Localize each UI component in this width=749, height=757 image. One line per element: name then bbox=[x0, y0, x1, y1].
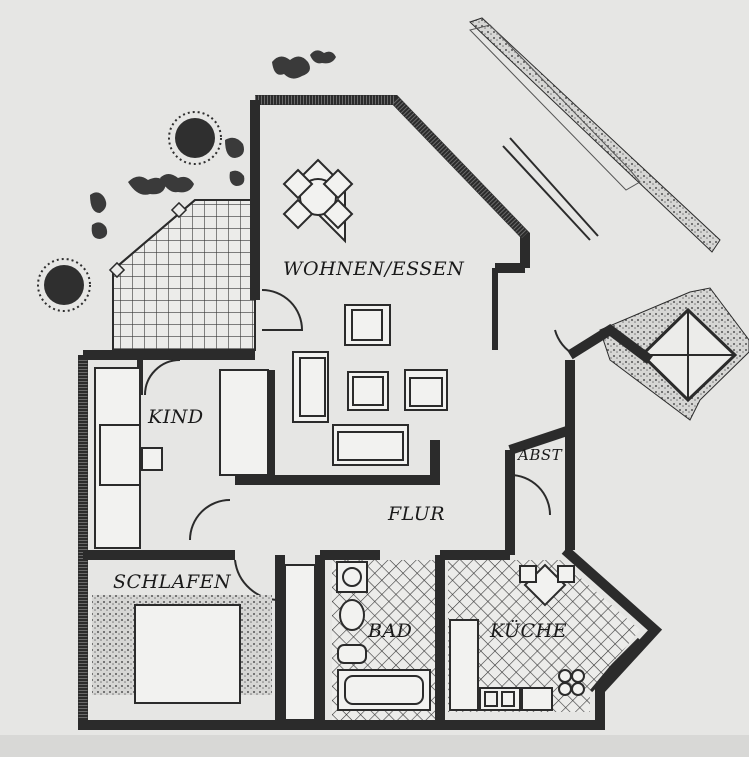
room-label-kueche: KÜCHE bbox=[489, 619, 567, 642]
stove bbox=[558, 669, 585, 696]
kind-chair bbox=[141, 447, 163, 471]
plants bbox=[37, 50, 336, 312]
balcony-corner bbox=[639, 307, 738, 403]
room-label-wohnen: WOHNEN/ESSEN bbox=[283, 258, 465, 280]
double-bed bbox=[134, 604, 241, 704]
room-label-flur: FLUR bbox=[387, 503, 445, 525]
kind-furniture bbox=[94, 367, 269, 549]
planter-icon bbox=[170, 201, 188, 219]
bath-fixtures bbox=[336, 561, 431, 711]
bedroom-wardrobe bbox=[284, 564, 316, 721]
kitchen-counter bbox=[449, 619, 479, 711]
kitchen-table bbox=[519, 563, 575, 607]
coffee-table bbox=[347, 371, 389, 411]
washbasin bbox=[339, 599, 365, 631]
planter-icon bbox=[108, 261, 126, 279]
room-label-abst: ABST bbox=[516, 446, 563, 464]
room-label-kind: KIND bbox=[147, 406, 204, 428]
kitchen-sink bbox=[479, 687, 521, 711]
shrub-icon bbox=[37, 258, 91, 312]
washing-machine bbox=[336, 561, 368, 593]
kind-wardrobe bbox=[219, 369, 269, 476]
shrub-icon bbox=[168, 111, 222, 165]
paper-bottom-shadow bbox=[0, 735, 749, 757]
kitchen-fixtures bbox=[449, 563, 585, 711]
dining-table bbox=[282, 158, 354, 244]
kind-desk bbox=[99, 424, 141, 486]
toilet bbox=[337, 644, 367, 664]
armchair-right bbox=[404, 369, 448, 411]
kitchen-appliance bbox=[521, 687, 553, 711]
inner-walls bbox=[83, 360, 572, 725]
room-label-bad: BAD bbox=[367, 620, 412, 642]
room-label-schlafen: SCHLAFEN bbox=[113, 571, 232, 593]
living-furniture bbox=[282, 158, 448, 466]
schlafen-furniture bbox=[92, 564, 316, 721]
outer-walls bbox=[78, 95, 663, 730]
flower-bed-icon bbox=[90, 50, 336, 239]
sofa-left bbox=[292, 351, 329, 423]
